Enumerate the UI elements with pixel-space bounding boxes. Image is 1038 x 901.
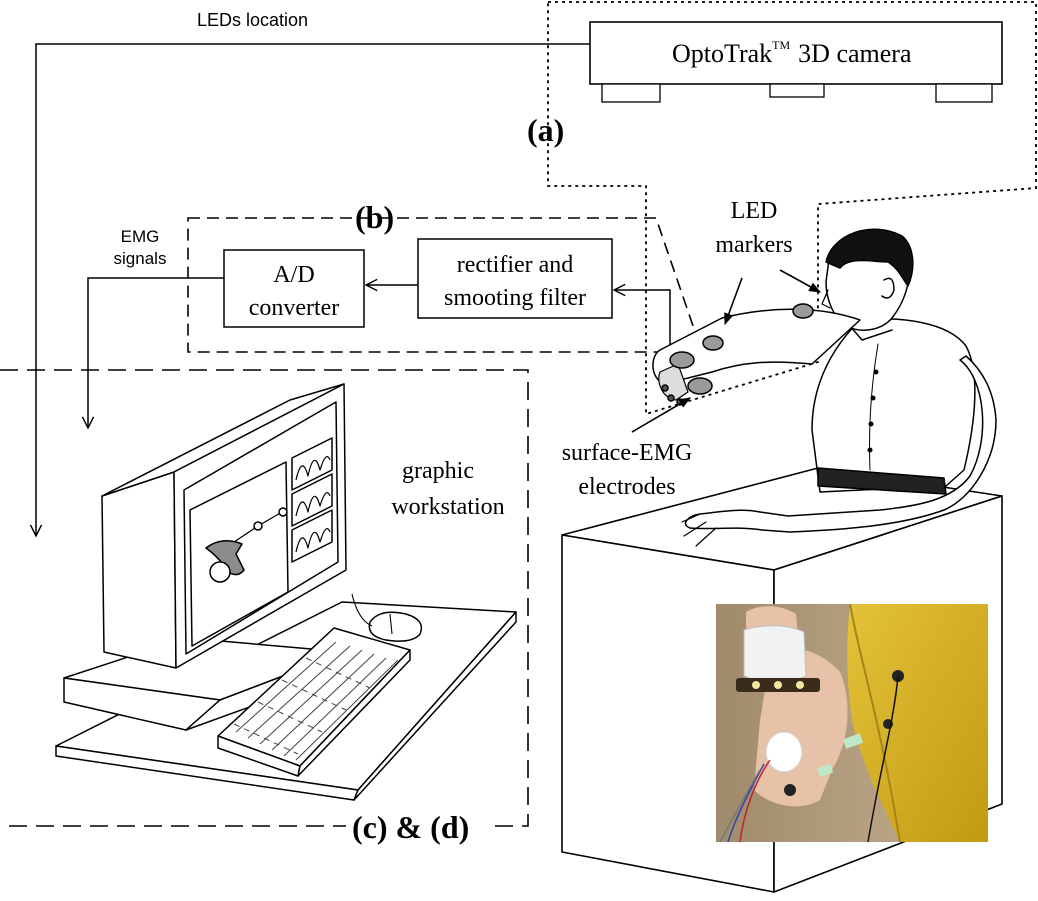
camera-body (589, 21, 1003, 85)
mouse (368, 611, 423, 642)
subject-belt (817, 467, 947, 495)
workstation-label-1: graphic (402, 458, 474, 484)
led-markers-label-2: markers (715, 232, 792, 258)
filter-block: rectifier and smooting filter (417, 238, 613, 319)
electrodes-to-filter-arrow (614, 290, 671, 356)
ad-converter-line1: A/D (273, 262, 314, 288)
screen-main (189, 461, 289, 647)
led-marker-wrist-2 (667, 394, 675, 402)
ad-converter-line2: converter (249, 295, 340, 321)
led-markers-arrow-2 (779, 269, 822, 293)
led-marker-wrist-1 (661, 384, 669, 392)
led-markers-arrow-1 (724, 277, 743, 326)
emg-signals-line (88, 277, 224, 428)
filter-line1: rectifier and (457, 252, 574, 278)
emg-electrode-2 (687, 377, 713, 395)
filter-line2: smooting filter (444, 285, 586, 311)
led-markers-label-1: LED (731, 198, 778, 224)
emg-electrodes-label-1: surface-EMG (562, 440, 693, 466)
led-marker-upper-arm (702, 335, 724, 351)
workstation-label-2: workstation (391, 494, 504, 520)
panel-cd-outline (0, 369, 529, 827)
panel-a-label: (a) (527, 112, 564, 148)
monitor-back (101, 471, 177, 669)
subject-resting-arm (684, 355, 997, 533)
emg-signals-label-2: signals (114, 249, 167, 268)
panel-b-label: (b) (355, 199, 394, 235)
ad-converter-block: A/D converter (223, 249, 365, 328)
photo-shirt (847, 604, 988, 842)
led-marker-shoulder (792, 303, 814, 319)
leds-location-label: LEDs location (197, 10, 308, 30)
camera-lens-left (601, 83, 661, 103)
photo-brace (743, 625, 807, 683)
leds-location-line (36, 43, 590, 536)
emg-electrodes-label-2: electrodes (578, 474, 675, 500)
camera-lens-right (935, 83, 993, 103)
panel-a-outline (547, 1, 1037, 416)
workstation-drawing (55, 383, 517, 801)
keyboard-keys (233, 641, 399, 761)
emg-electrodes-arrow (631, 397, 692, 433)
subject-hair (825, 228, 914, 287)
camera-lens-center (769, 83, 825, 98)
inset-photo (716, 603, 988, 843)
emg-electrode-1 (669, 351, 695, 369)
photo-electrode-pad (765, 731, 803, 773)
subject-figure (652, 228, 997, 547)
emg-signals-label-1: EMG (121, 227, 160, 246)
panel-cd-label-bg (346, 806, 492, 846)
panel-cd-label: (c) & (d) (352, 809, 469, 845)
subject-torso (811, 318, 976, 493)
